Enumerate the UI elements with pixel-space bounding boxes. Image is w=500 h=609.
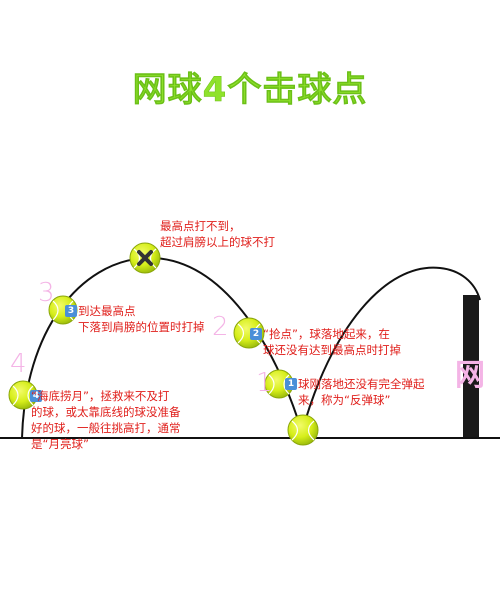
step-number-2: 2 — [212, 312, 229, 342]
cross-icon — [137, 250, 153, 266]
badge-1: 1 — [285, 378, 297, 390]
badge-3: 3 — [65, 305, 77, 317]
trajectory-arc-right — [301, 266, 481, 433]
note-point-1: 球刚落地还没有完全弹起 来，称为“反弹球” — [298, 377, 425, 407]
ball-peak — [129, 242, 161, 274]
note-point-4: “海底捞月”，拯救来不及打 的球，或太靠底线的球没准备 好的球，一般往挑高打，通… — [31, 389, 181, 451]
step-number-1: 1 — [256, 368, 273, 398]
step-number-4: 4 — [10, 349, 27, 379]
badge-2: 2 — [250, 328, 262, 340]
note-peak: 最高点打不到， 超过肩膀以上的球不打 — [160, 219, 275, 249]
net-post — [463, 295, 479, 437]
step-number-3: 3 — [38, 278, 55, 308]
badge-4: 4 — [30, 390, 42, 402]
ball-point-2 — [233, 317, 265, 349]
ball-bounce — [287, 414, 319, 446]
note-point-2: “抢点”，球落地起来，在 球还没有达到最高点时打掉 — [263, 327, 401, 357]
note-point-3: 到达最高点 下落到肩膀的位置时打掉 — [78, 304, 205, 334]
page-title: 网球4个击球点 — [132, 70, 368, 111]
ball-point-3 — [48, 295, 78, 325]
watermark: 网 — [455, 358, 485, 393]
ball-point-1 — [264, 369, 294, 399]
